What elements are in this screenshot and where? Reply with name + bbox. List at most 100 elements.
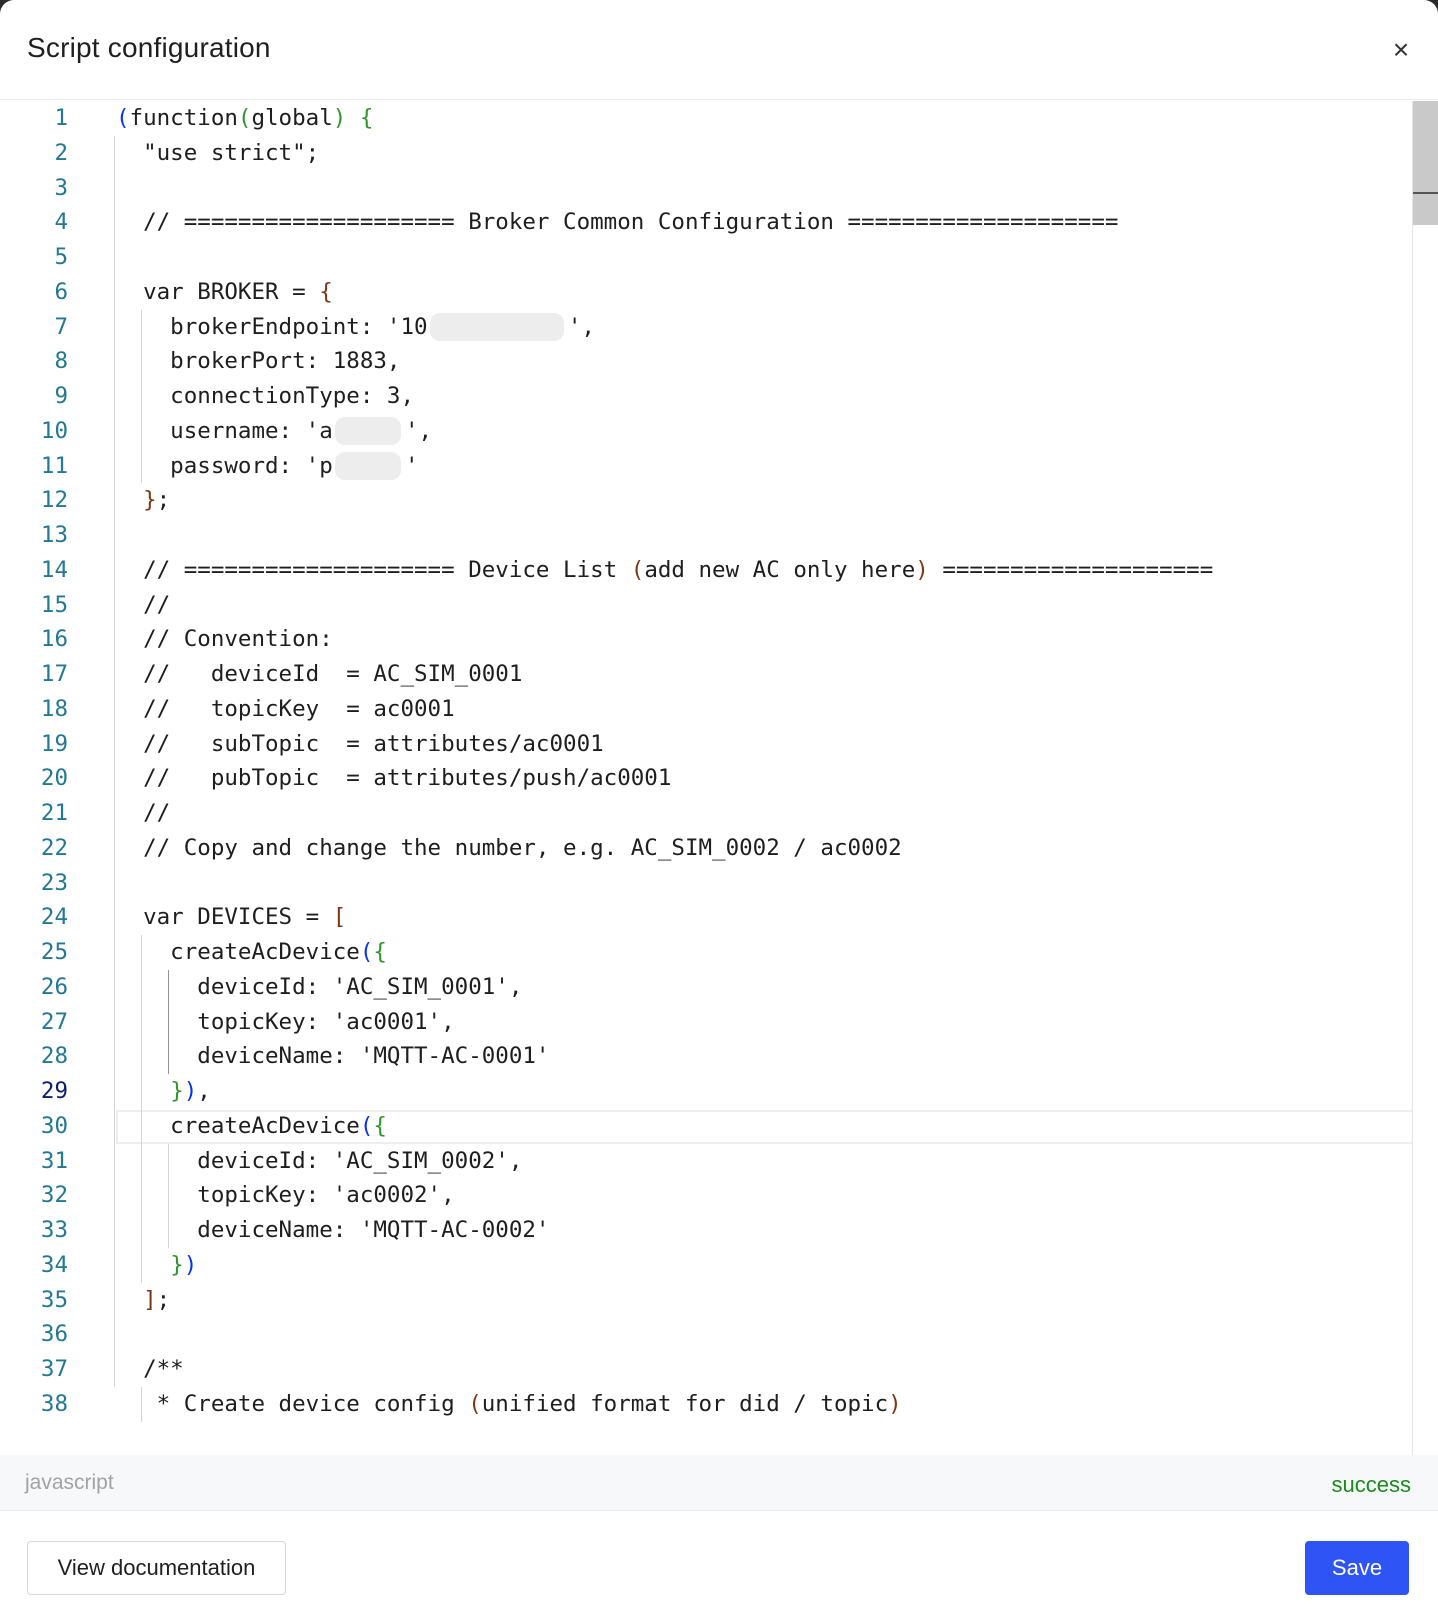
- code-text-tail: ',: [404, 417, 433, 444]
- line-number: 6: [54, 278, 68, 305]
- code-line[interactable]: 36: [0, 1316, 1438, 1352]
- line-number: 28: [40, 1043, 68, 1070]
- code-text: // Copy and change the number, e.g. AC_S…: [116, 834, 902, 861]
- dialog-title: Script configuration: [27, 32, 271, 63]
- code-line[interactable]: 15 //: [0, 587, 1438, 623]
- code-line[interactable]: 8 brokerPort: 1883,: [0, 343, 1438, 379]
- code-text: deviceName: 'MQTT-AC-0001': [116, 1043, 550, 1070]
- code-text: brokerPort: 1883,: [116, 348, 401, 375]
- code-line[interactable]: 6 var BROKER = {: [0, 274, 1438, 310]
- code-line[interactable]: 10 username: 'a',: [0, 413, 1438, 449]
- code-text: // subTopic = attributes/ac0001: [116, 730, 604, 757]
- indent-guide: [168, 969, 170, 1074]
- code-line[interactable]: 27 topicKey: 'ac0001',: [0, 1004, 1438, 1040]
- code-line[interactable]: 20 // pubTopic = attributes/push/ac0001: [0, 760, 1438, 796]
- code-text: };: [143, 487, 171, 514]
- line-number: 22: [40, 834, 68, 861]
- code-text: createAcDevice({: [116, 939, 387, 965]
- editor-scrollbar-track[interactable]: [1412, 101, 1438, 1455]
- line-number: 7: [54, 313, 68, 340]
- code-line[interactable]: 9 connectionType: 3,: [0, 378, 1438, 414]
- code-line[interactable]: 24 var DEVICES = [: [0, 899, 1438, 935]
- code-text-tail: ',: [567, 313, 595, 340]
- code-line[interactable]: 35 ];: [0, 1282, 1438, 1318]
- code-line[interactable]: 23: [0, 865, 1438, 901]
- code-text: ];: [143, 1286, 171, 1313]
- code-text: }): [170, 1251, 198, 1278]
- code-line[interactable]: 12 };: [0, 482, 1438, 518]
- line-number: 4: [54, 209, 68, 236]
- line-number: 30: [40, 1112, 68, 1139]
- code-line[interactable]: 17 // deviceId = AC_SIM_0001: [0, 656, 1438, 692]
- line-number: 33: [40, 1217, 68, 1243]
- redacted-value: [429, 312, 564, 341]
- code-line[interactable]: 18 // topicKey = ac0001: [0, 691, 1438, 727]
- code-text: connectionType: 3,: [116, 383, 415, 409]
- line-number: 38: [40, 1390, 68, 1417]
- code-line[interactable]: 7 brokerEndpoint: '10 ',: [0, 309, 1438, 345]
- code-line[interactable]: 32 topicKey: 'ac0002',: [0, 1177, 1438, 1213]
- code-line[interactable]: 1 (function(global) {: [0, 101, 1438, 136]
- code-line[interactable]: 34 }): [0, 1247, 1438, 1283]
- line-number: 18: [40, 695, 68, 722]
- code-line[interactable]: 28 deviceName: 'MQTT-AC-0001': [0, 1038, 1438, 1074]
- code-text: topicKey: 'ac0001',: [116, 1008, 455, 1035]
- code-text: //: [116, 591, 171, 618]
- code-line[interactable]: 3: [0, 170, 1438, 206]
- line-number: 19: [40, 730, 68, 757]
- validation-status: success: [1331, 1472, 1411, 1497]
- code-text: // ==================== Broker Common Co…: [116, 209, 1119, 236]
- line-number: 9: [54, 383, 68, 409]
- code-text: deviceId: 'AC_SIM_0001',: [116, 973, 523, 1000]
- line-number: 1: [54, 105, 68, 131]
- code-line[interactable]: 21 //: [0, 795, 1438, 831]
- line-number: 29: [40, 1078, 68, 1104]
- code-text: }),: [170, 1078, 211, 1104]
- code-line[interactable]: 16 // Convention:: [0, 621, 1438, 657]
- code-line[interactable]: 37 /**: [0, 1351, 1438, 1387]
- code-text: * Create device config (unified format f…: [116, 1390, 902, 1417]
- code-line[interactable]: 22 // Copy and change the number, e.g. A…: [0, 830, 1438, 866]
- line-number: 3: [54, 174, 68, 201]
- code-line[interactable]: 11 password: 'p': [0, 448, 1438, 484]
- view-documentation-button[interactable]: View documentation: [27, 1541, 286, 1595]
- code-line[interactable]: 13: [0, 517, 1438, 553]
- code-text: // deviceId = AC_SIM_0001: [116, 661, 523, 687]
- line-number: 2: [54, 139, 68, 166]
- line-number: 37: [40, 1356, 68, 1382]
- code-line[interactable]: 2 "use strict";: [0, 135, 1438, 171]
- code-text: deviceId: 'AC_SIM_0002',: [116, 1147, 523, 1174]
- code-line[interactable]: 4 // ==================== Broker Common …: [0, 204, 1438, 240]
- code-line[interactable]: 19 // subTopic = attributes/ac0001: [0, 726, 1438, 762]
- editor-status-bar: javascript success: [0, 1455, 1438, 1511]
- close-icon[interactable]: ×: [1392, 34, 1410, 65]
- code-line[interactable]: 25 createAcDevice({: [0, 934, 1438, 970]
- code-line[interactable]: 5: [0, 239, 1438, 275]
- indent-guide: [141, 1386, 143, 1422]
- code-text: var BROKER = {: [116, 278, 333, 305]
- code-text: (function(global) {: [116, 105, 374, 131]
- code-text: brokerEndpoint: '10: [116, 313, 428, 340]
- code-line[interactable]: 33 deviceName: 'MQTT-AC-0002': [0, 1212, 1438, 1248]
- line-number: 23: [40, 869, 68, 896]
- line-number: 10: [40, 417, 68, 444]
- editor-scrollbar-thumb[interactable]: [1413, 101, 1438, 225]
- line-number: 34: [40, 1251, 68, 1278]
- code-line[interactable]: 14 // ==================== Device List (…: [0, 552, 1438, 588]
- code-line[interactable]: 31 deviceId: 'AC_SIM_0002',: [0, 1143, 1438, 1179]
- line-number: 26: [40, 973, 68, 1000]
- line-number: 36: [40, 1321, 68, 1348]
- code-text: //: [116, 800, 171, 826]
- line-number: 12: [40, 487, 68, 514]
- code-text: createAcDevice({: [116, 1112, 387, 1139]
- line-number: 11: [40, 452, 68, 479]
- code-line[interactable]: 30 createAcDevice({: [0, 1108, 1438, 1144]
- save-button[interactable]: Save: [1305, 1541, 1409, 1595]
- code-line[interactable]: 29 }),: [0, 1073, 1438, 1109]
- dialog-header: Script configuration ×: [0, 0, 1438, 100]
- code-text-tail: ': [404, 452, 419, 479]
- line-number: 14: [40, 556, 68, 583]
- code-line[interactable]: 38 * Create device config (unified forma…: [0, 1386, 1438, 1422]
- code-line[interactable]: 26 deviceId: 'AC_SIM_0001',: [0, 969, 1438, 1005]
